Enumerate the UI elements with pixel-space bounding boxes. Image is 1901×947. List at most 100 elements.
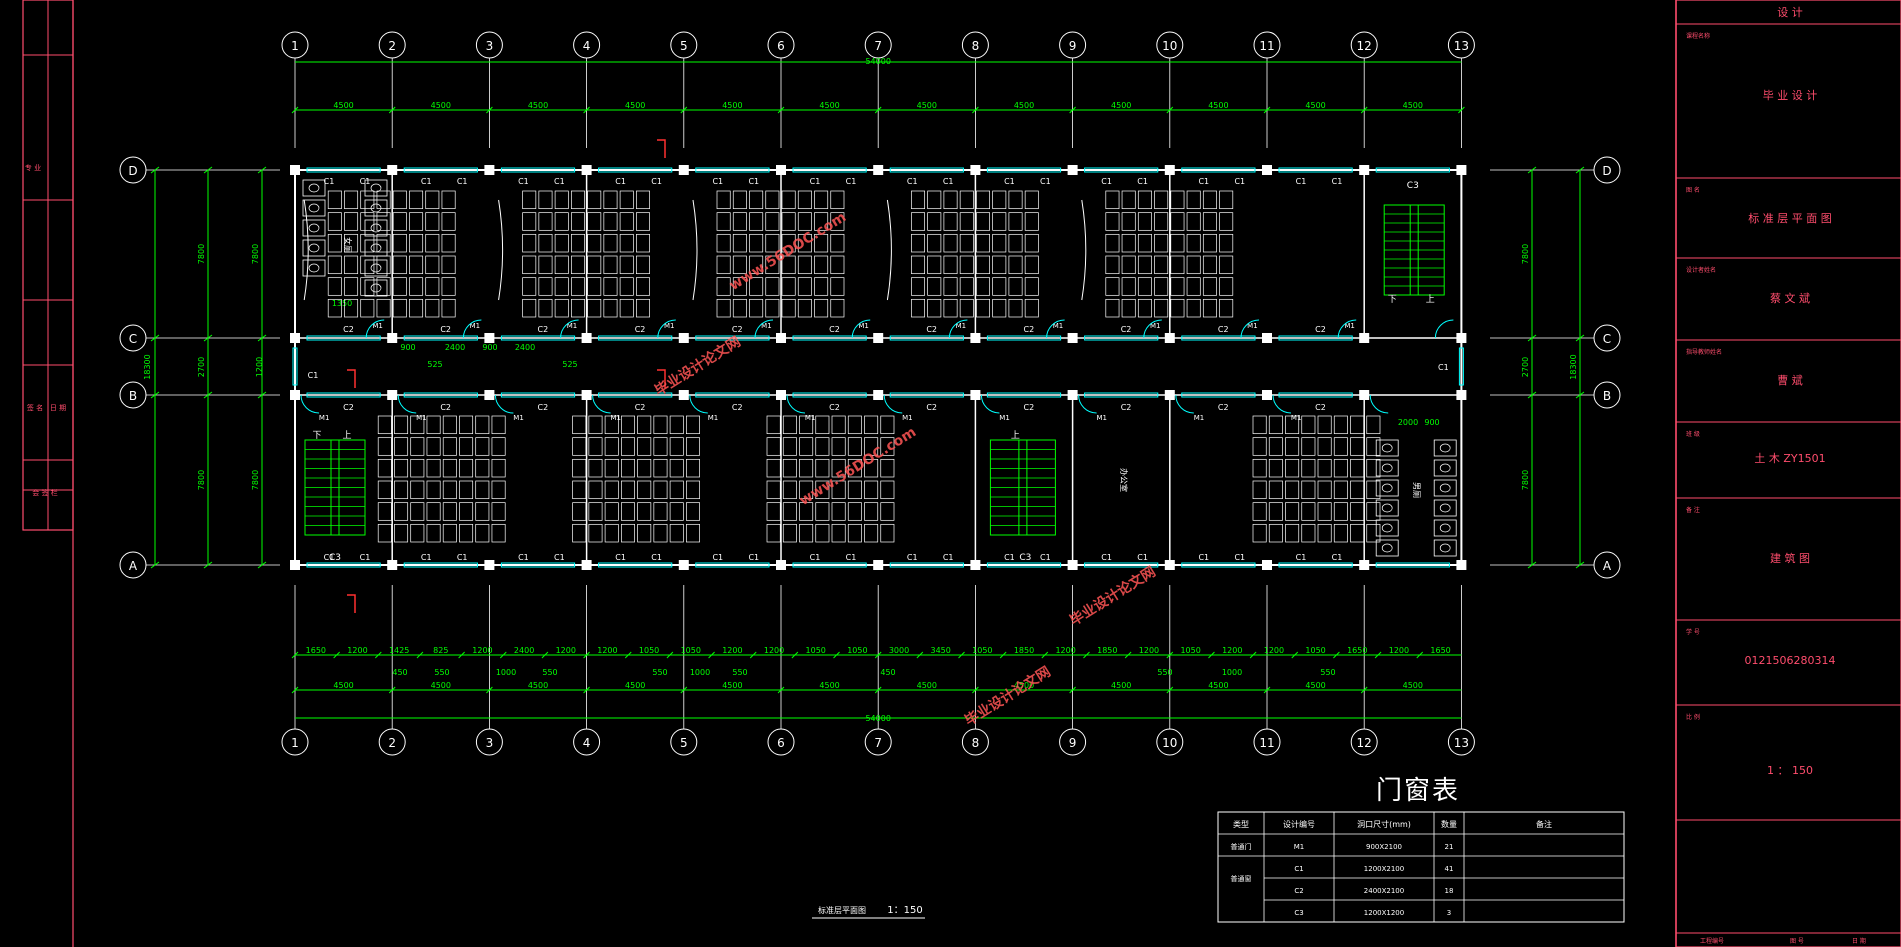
- classroom-desk-south: [799, 480, 814, 500]
- axis-label-top: 3: [486, 39, 494, 53]
- window-label: C1: [810, 553, 821, 562]
- title-block-label: 比 例: [1686, 713, 1700, 721]
- classroom-desk-south: [588, 415, 603, 435]
- door-label: M1: [372, 322, 383, 330]
- dim-text-bay-top: 4500: [917, 101, 937, 110]
- window-corridor-north: [500, 335, 576, 341]
- classroom-desk-north: [344, 212, 359, 231]
- classroom-desk-south: [1333, 480, 1348, 500]
- structural-column: [873, 390, 884, 400]
- dim-text-bottom-detail: 1200: [347, 646, 367, 655]
- classroom-desk-north: [1219, 212, 1234, 231]
- dim-text-bottom-sub: 1000: [690, 668, 710, 677]
- classroom-desk-north: [1008, 255, 1023, 275]
- classroom-desk-north: [376, 212, 391, 231]
- classroom-desk-north: [1219, 255, 1234, 275]
- dim-text-row-spacing: 7800: [251, 244, 260, 264]
- classroom-desk-south: [831, 480, 846, 500]
- window-label: C1: [1040, 553, 1051, 562]
- structural-column: [484, 165, 495, 175]
- classroom-desk-south: [1285, 458, 1300, 478]
- window-label: C2: [1121, 325, 1132, 334]
- classroom-desk-north: [1024, 190, 1039, 210]
- window-south: [1181, 562, 1256, 568]
- dim-text-row-spacing: 7800: [197, 244, 206, 264]
- classroom-desk-north: [1137, 255, 1152, 275]
- classroom-desk-north: [1154, 255, 1169, 275]
- window-north: [403, 167, 478, 173]
- classroom-desk-south: [1350, 458, 1365, 478]
- classroom-desk-north: [376, 277, 391, 296]
- window-south: [889, 562, 964, 568]
- dim-tick: [1208, 651, 1215, 659]
- structural-column: [484, 390, 495, 400]
- classroom-desk-south: [1301, 437, 1316, 456]
- door-label: M1: [1150, 322, 1161, 330]
- structural-column: [387, 560, 398, 570]
- door-swing: [494, 394, 514, 414]
- classroom-desk-north: [732, 233, 747, 253]
- dim-text-corridor: 525: [562, 360, 577, 369]
- toilet-stall: [364, 179, 388, 197]
- toilet-stall: [1381, 543, 1393, 553]
- dim-tick: [972, 106, 979, 114]
- classroom-desk-north: [732, 212, 747, 231]
- structural-column: [678, 390, 689, 400]
- classroom-desk-north: [635, 212, 650, 231]
- dim-tick: [916, 651, 924, 659]
- window-north: [792, 167, 867, 173]
- classroom-desk-north: [1137, 212, 1152, 231]
- window-label: C1: [846, 177, 857, 186]
- classroom-desk-north: [376, 298, 391, 318]
- classroom-desk-south: [799, 458, 814, 478]
- urinal: [302, 239, 326, 257]
- classroom-desk-north: [749, 298, 764, 318]
- table-cell: 2400X2100: [1364, 887, 1404, 895]
- dim-text-bottom-detail: 1425: [389, 646, 409, 655]
- dim-tick: [257, 334, 267, 342]
- axis-label-bottom: 1: [291, 736, 299, 750]
- classroom-desk-south: [847, 458, 862, 478]
- classroom-desk-north: [425, 255, 440, 275]
- structural-column: [1164, 390, 1175, 400]
- classroom-desk-south: [459, 415, 474, 435]
- window-corridor-south: [986, 392, 1062, 398]
- classroom-desk-north: [976, 212, 991, 231]
- classroom-desk-north: [409, 233, 424, 253]
- dim-tick: [777, 106, 785, 114]
- classroom-desk-north: [619, 190, 634, 210]
- classroom-desk-south: [864, 415, 879, 435]
- dim-tick: [1575, 334, 1585, 342]
- classroom-desk-north: [376, 233, 391, 253]
- drawing-caption-title: 标准层平面图: [818, 905, 866, 915]
- classroom-desk-north: [1137, 298, 1152, 318]
- classroom-desk-north: [781, 233, 796, 253]
- classroom-desk-south: [831, 458, 846, 478]
- classroom-desk-north: [959, 190, 974, 210]
- classroom-desk-south: [588, 458, 603, 478]
- classroom-desk-north: [1137, 190, 1152, 210]
- classroom-desk-south: [475, 480, 490, 500]
- classroom-desk-north: [360, 233, 375, 253]
- lectern: [692, 199, 698, 301]
- classroom-desk-north: [441, 298, 456, 318]
- dim-text-bottom-detail: 1050: [847, 646, 867, 655]
- dim-text-bay-bottom: 4500: [625, 681, 645, 690]
- classroom-desk-north: [716, 277, 731, 296]
- dim-text-bottom-detail: 3000: [889, 646, 909, 655]
- structural-column: [1067, 165, 1078, 175]
- classroom-desk-north: [538, 233, 553, 253]
- window-label: C1: [615, 553, 626, 562]
- window-south: [598, 562, 673, 568]
- dim-tick: [1041, 651, 1049, 659]
- dim-text-bay-bottom: 4500: [528, 681, 548, 690]
- classroom-desk-north: [943, 277, 958, 296]
- axis-label-top: 8: [972, 39, 980, 53]
- classroom-desk-north: [1154, 298, 1169, 318]
- axis-label-top: 13: [1454, 39, 1469, 53]
- urinal: [302, 259, 326, 277]
- classroom-desk-south: [653, 437, 668, 456]
- window-corridor-north: [792, 335, 867, 341]
- classroom-desk-north: [1186, 212, 1201, 231]
- classroom-desk-south: [604, 458, 619, 478]
